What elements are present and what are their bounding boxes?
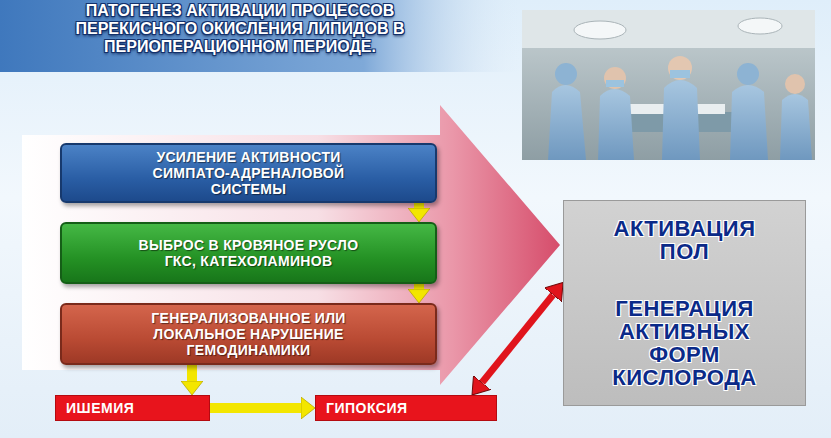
state-band: ИШЕМИЯ [55, 395, 210, 421]
process-box: ВЫБРОС В КРОВЯНОЕ РУСЛО ГКС, КАТЕХОЛАМИН… [60, 222, 437, 284]
head [737, 63, 759, 85]
surgeon-figure [780, 74, 812, 160]
flow-arrow [414, 284, 424, 289]
state-band: ГИПОКСИЯ [315, 395, 497, 421]
flow-arrow [187, 365, 197, 381]
head [668, 56, 692, 80]
node-label: АКТИВАЦИЯ ПОЛ [590, 217, 780, 263]
surgeon-figure [662, 56, 700, 160]
surgeon-figure [548, 63, 586, 160]
double-arrow [482, 295, 553, 383]
cycle-arrow [659, 274, 705, 290]
gown [730, 85, 768, 160]
head [555, 63, 577, 85]
cycle-arrow-path [659, 274, 705, 290]
title: ПАТОГЕНЕЗ АКТИВАЦИИ ПРОЦЕССОВ ПЕРЕКИСНОГ… [40, 2, 440, 56]
photo-ceiling [522, 10, 815, 48]
surgeon-figure [598, 67, 634, 160]
title-band [0, 0, 520, 72]
node-label: ГИПОКСИЯ [326, 399, 408, 417]
result-box: АКТИВАЦИЯ ПОЛ ГЕНЕРАЦИЯ АКТИВНЫХ ФОРМ КИС… [563, 200, 806, 406]
surgical-lamp [738, 18, 782, 34]
surgery-photo [522, 10, 815, 160]
big-arrow [22, 105, 560, 385]
node-label: ГЕНЕРАЛИЗОВАННОЕ ИЛИ ЛОКАЛЬНОЕ НАРУШЕНИЕ… [124, 310, 374, 358]
node-label: УСИЛЕНИЕ АКТИВНОСТИ СИМПАТО-АДРЕНАЛОВОЙ … [124, 149, 374, 197]
gown [548, 85, 586, 160]
head [604, 67, 626, 89]
node-label: ВЫБРОС В КРОВЯНОЕ РУСЛО ГКС, КАТЕХОЛАМИН… [124, 237, 374, 269]
flow-arrow [414, 203, 424, 208]
mask [606, 80, 624, 87]
gown [662, 80, 700, 160]
mask [670, 70, 690, 78]
surgeon-figure [730, 63, 768, 160]
gown [780, 94, 812, 160]
gown [598, 89, 634, 160]
process-box: ГЕНЕРАЛИЗОВАННОЕ ИЛИ ЛОКАЛЬНОЕ НАРУШЕНИЕ… [60, 303, 437, 365]
head [785, 74, 805, 94]
process-box: УСИЛЕНИЕ АКТИВНОСТИ СИМПАТО-АДРЕНАЛОВОЙ … [60, 143, 437, 203]
flow-arrow [210, 403, 301, 413]
photo-frame [522, 10, 815, 160]
node-label: ИШЕМИЯ [66, 399, 134, 417]
node-label: ГЕНЕРАЦИЯ АКТИВНЫХ ФОРМ КИСЛОРОДА [590, 297, 780, 389]
surgical-lamp [574, 21, 626, 39]
